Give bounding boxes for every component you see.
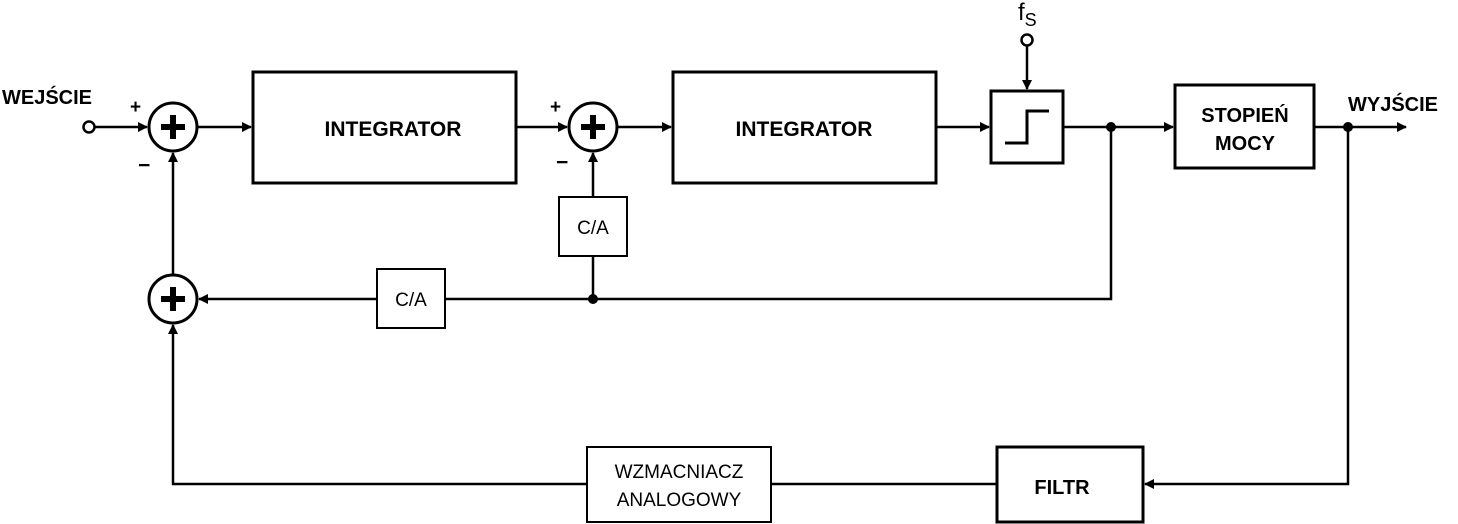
filter-block	[995, 445, 1145, 524]
integrator-2-label: INTEGRATOR	[736, 118, 873, 141]
output-to-filter-line	[1144, 127, 1350, 489]
filter-label: FILTR	[1034, 477, 1090, 499]
integrator-2-block	[671, 70, 938, 185]
dac-upper-label: C/A	[577, 218, 609, 239]
input-label: WEJŚCIE	[2, 85, 92, 109]
sum1-minus-sign: −	[138, 154, 150, 177]
sum2-minus-sign: −	[556, 151, 568, 174]
summing-junction-2	[567, 101, 619, 153]
power-stage-label-line2: MOCY	[1215, 133, 1276, 155]
junction-dot-quantizer-out	[1106, 122, 1116, 132]
amplifier-label-line1: WZMACNIACZ	[615, 462, 744, 483]
power-stage-label-line1: STOPIEŃ	[1201, 104, 1288, 127]
integrator-1-label: INTEGRATOR	[325, 118, 462, 141]
amplifier-label-line2: ANALOGOWY	[617, 490, 742, 511]
sum2-plus-sign: +	[550, 97, 561, 118]
dac-lower-label: C/A	[395, 290, 427, 311]
summing-junction-1	[147, 101, 199, 153]
integrator-1-block	[251, 70, 518, 185]
amplifier-to-sum3-line	[168, 324, 587, 486]
clock-terminal	[1020, 33, 1034, 47]
dac-upper-block	[558, 196, 628, 257]
summing-junction-3	[147, 273, 199, 325]
input-terminal	[82, 120, 96, 134]
junction-dot-output	[1343, 122, 1353, 132]
sampling-frequency-label: fS	[1018, 0, 1037, 30]
output-label: WYJŚCIE	[1348, 92, 1438, 116]
sum1-plus-sign: +	[130, 97, 141, 118]
junction-dot-feedback	[588, 294, 598, 304]
digital-feedback-line	[445, 127, 1113, 301]
step-icon	[1005, 109, 1049, 145]
